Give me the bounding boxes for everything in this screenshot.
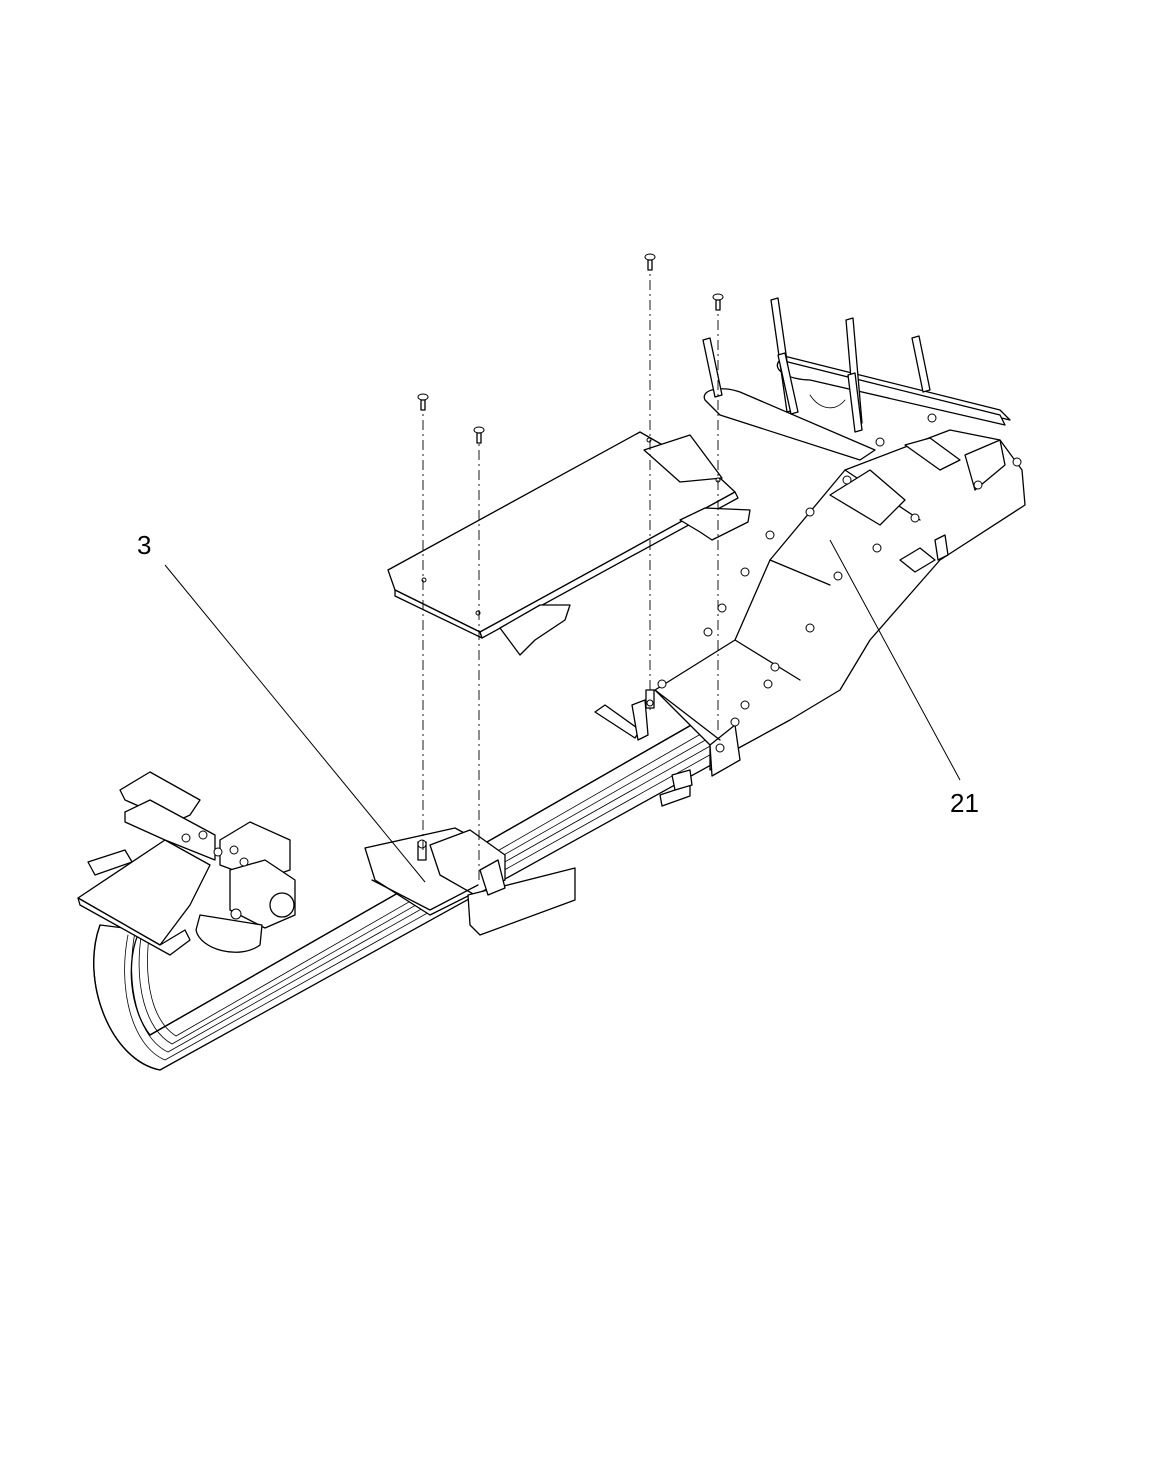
callout-21-label: 21 — [950, 788, 979, 818]
middle-clamp-assembly — [364, 827, 576, 936]
frame-brackets — [594, 699, 693, 807]
screws-and-centerlines — [417, 253, 724, 880]
right-frame-housing — [654, 354, 1026, 777]
guide-pins — [702, 297, 931, 433]
left-connector-assembly — [77, 771, 296, 956]
callout-3-label: 3 — [137, 530, 151, 560]
callout-3: 3 — [137, 530, 426, 883]
callout-21: 21 — [829, 539, 979, 818]
top-cover-plate — [387, 431, 751, 656]
